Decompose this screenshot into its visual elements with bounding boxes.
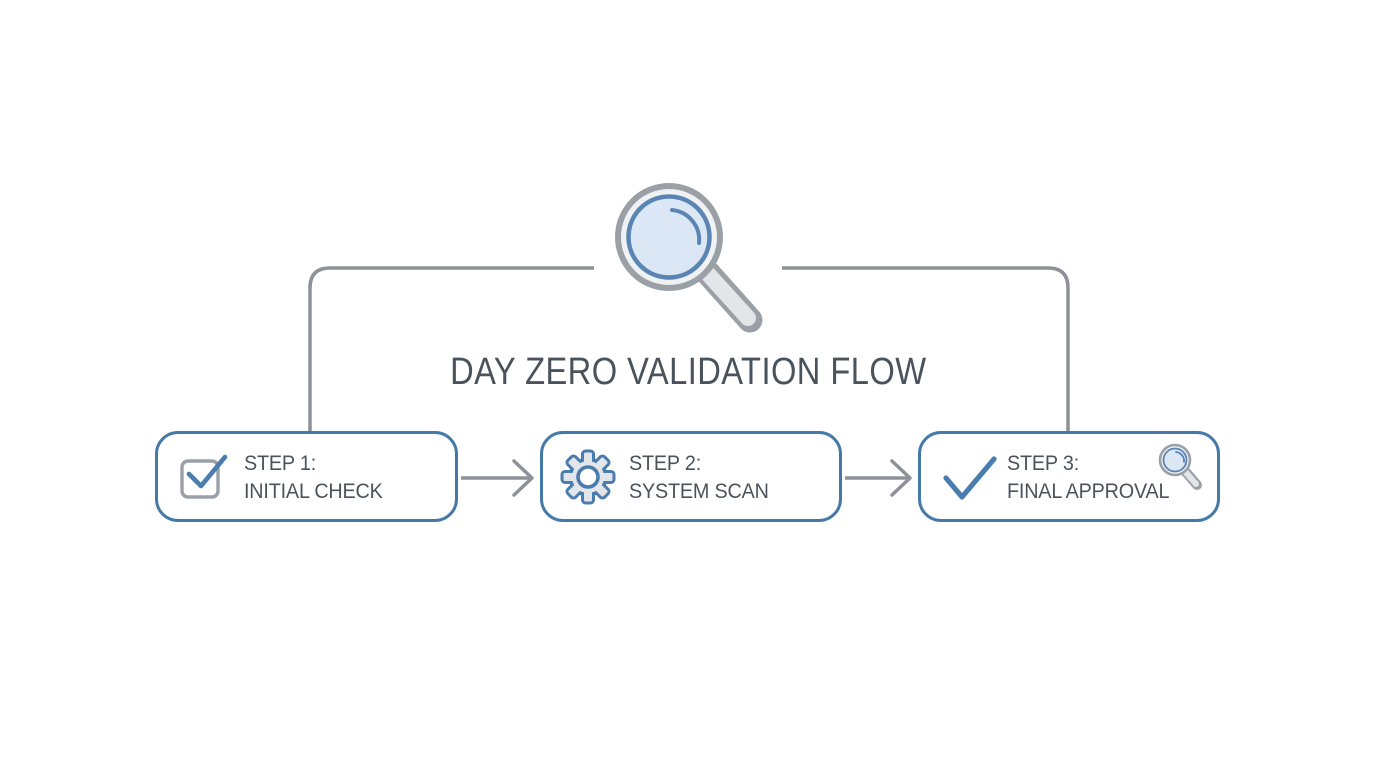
arrow-step1-to-step2: [461, 459, 534, 497]
step-box-1: STEP 1: INITIAL CHECK: [155, 431, 458, 522]
step-box-3: STEP 3: FINAL APPROVAL: [918, 431, 1220, 522]
bracket-left-line: [308, 266, 594, 432]
checkmark-icon: [943, 455, 997, 500]
step-3-line2: FINAL APPROVAL: [1007, 478, 1170, 503]
step-1-line1: STEP 1:: [244, 450, 317, 475]
step-1-line2: INITIAL CHECK: [244, 478, 383, 503]
diagram-title: DAY ZERO VALIDATION FLOW: [450, 351, 927, 393]
arrow-step2-to-step3: [845, 459, 912, 497]
step-2-line1: STEP 2:: [629, 450, 702, 475]
step-2-label: STEP 2: SYSTEM SCAN: [629, 449, 769, 505]
step-box-2: STEP 2: SYSTEM SCAN: [540, 431, 842, 522]
step-2-line2: SYSTEM SCAN: [629, 478, 769, 503]
gear-icon: [560, 449, 616, 504]
bracket-right-line: [782, 266, 1070, 432]
step-3-line1: STEP 3:: [1007, 450, 1080, 475]
checkbox-checked-icon: [180, 454, 228, 499]
step-3-label: STEP 3: FINAL APPROVAL: [1007, 449, 1170, 505]
magnifier-small-icon: [1158, 443, 1202, 490]
step-1-label: STEP 1: INITIAL CHECK: [244, 449, 383, 505]
magnifier-large-icon: [615, 183, 763, 333]
